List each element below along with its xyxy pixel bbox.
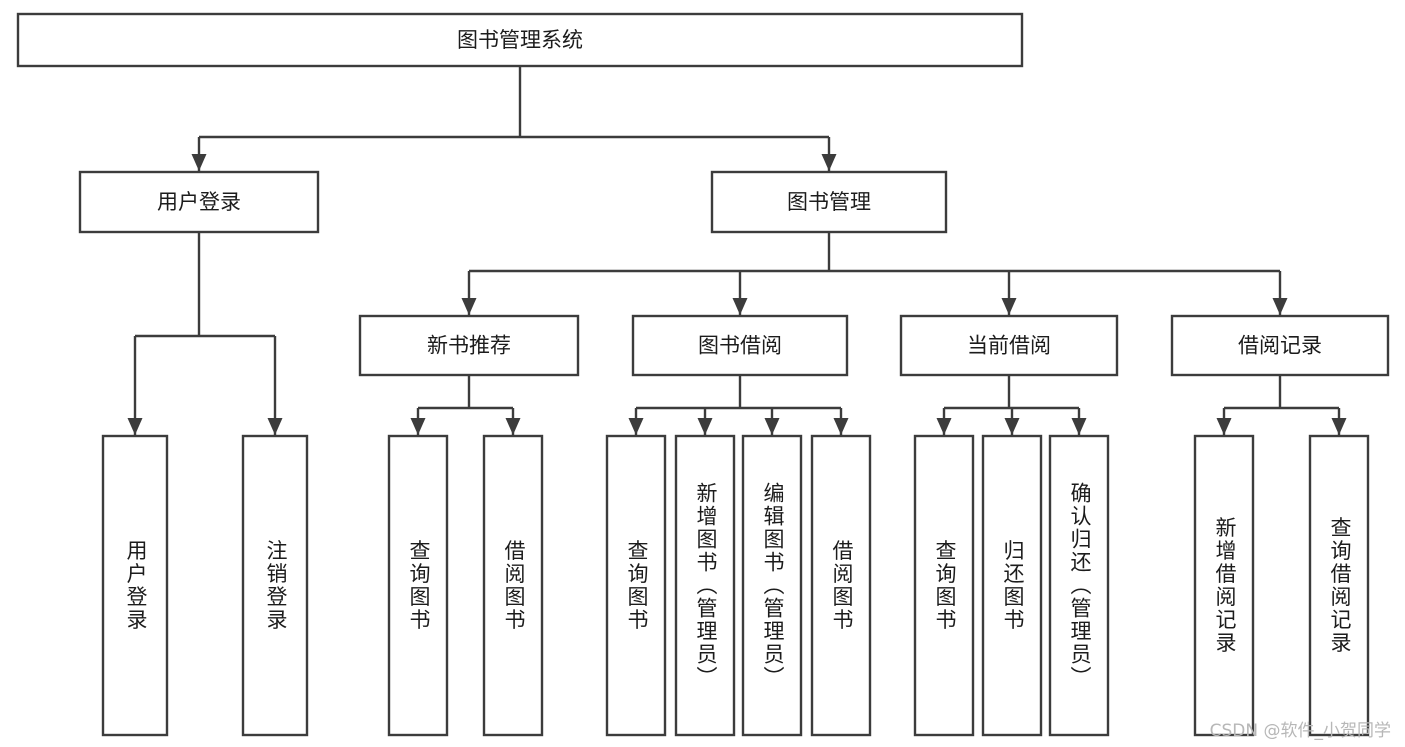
arrow-head-icon bbox=[936, 418, 952, 435]
node-box-leaf-confirm-c[interactable] bbox=[1048, 434, 1110, 737]
arrow-head-icon bbox=[697, 418, 713, 435]
node-box-current[interactable] bbox=[899, 314, 1119, 377]
node-label-leaf-logout: 注销登录 bbox=[264, 540, 288, 632]
node-box-bookmgmt[interactable] bbox=[710, 170, 948, 234]
node-layer: 图书管理系统用户登录图书管理新书推荐图书借阅当前借阅借阅记录用户登录注销登录查询… bbox=[16, 12, 1390, 737]
node-newbook[interactable]: 新书推荐 bbox=[358, 314, 580, 377]
arrow-head-icon bbox=[505, 418, 521, 435]
node-bookmgmt[interactable]: 图书管理 bbox=[710, 170, 948, 234]
node-box-borrow[interactable] bbox=[631, 314, 849, 377]
arrow-head-icon bbox=[191, 154, 207, 171]
node-box-leaf-add-b[interactable] bbox=[674, 434, 736, 737]
arrow-head-icon bbox=[764, 418, 780, 435]
node-box-leaf-edit-b[interactable] bbox=[741, 434, 803, 737]
arrow-head-icon bbox=[1071, 418, 1087, 435]
node-current[interactable]: 当前借阅 bbox=[899, 314, 1119, 377]
arrow-head-icon bbox=[628, 418, 644, 435]
node-label-leaf-query-r: 查询借阅记录 bbox=[1328, 517, 1352, 655]
node-leaf-query-b[interactable]: 查询图书 bbox=[605, 434, 667, 737]
node-leaf-confirm-c[interactable]: 确认归还（管理员） bbox=[1048, 434, 1110, 737]
arrow-head-icon bbox=[267, 418, 283, 435]
edge-group-borrow bbox=[628, 375, 849, 435]
node-label-leaf-edit-b: 编辑图书（管理员） bbox=[761, 482, 785, 689]
node-box-leaf-return-c[interactable] bbox=[981, 434, 1043, 737]
arrow-head-icon bbox=[833, 418, 849, 435]
node-label-newbook: 新书推荐 bbox=[427, 334, 511, 358]
node-box-leaf-query-c[interactable] bbox=[913, 434, 975, 737]
arrow-head-icon bbox=[127, 418, 143, 435]
node-leaf-add-b[interactable]: 新增图书（管理员） bbox=[674, 434, 736, 737]
edge-group-login bbox=[127, 232, 283, 435]
node-label-root: 图书管理系统 bbox=[457, 28, 583, 52]
node-leaf-return-c[interactable]: 归还图书 bbox=[981, 434, 1043, 737]
arrow-head-icon bbox=[732, 298, 748, 315]
node-box-leaf-query-r[interactable] bbox=[1308, 434, 1370, 737]
edge-group-current bbox=[936, 375, 1087, 435]
node-label-leaf-return-c: 归还图书 bbox=[1001, 540, 1025, 632]
arrow-head-icon bbox=[1272, 298, 1288, 315]
csdn-watermark: CSDN @软件_小贺同学 bbox=[1209, 721, 1391, 741]
node-label-borrow: 图书借阅 bbox=[698, 334, 782, 358]
arrow-head-icon bbox=[1216, 418, 1232, 435]
node-label-leaf-borrow-nb: 借阅图书 bbox=[502, 540, 526, 632]
node-label-leaf-borrow-b: 借阅图书 bbox=[830, 540, 854, 632]
node-label-leaf-query-b: 查询图书 bbox=[625, 540, 649, 632]
node-box-leaf-borrow-b[interactable] bbox=[810, 434, 872, 737]
node-borrow[interactable]: 图书借阅 bbox=[631, 314, 849, 377]
node-leaf-logout[interactable]: 注销登录 bbox=[241, 434, 309, 737]
node-leaf-borrow-b[interactable]: 借阅图书 bbox=[810, 434, 872, 737]
node-box-root[interactable] bbox=[16, 12, 1024, 68]
node-box-newbook[interactable] bbox=[358, 314, 580, 377]
arrow-head-icon bbox=[1004, 418, 1020, 435]
node-leaf-login[interactable]: 用户登录 bbox=[101, 434, 169, 737]
node-box-leaf-logout[interactable] bbox=[241, 434, 309, 737]
node-label-current: 当前借阅 bbox=[967, 334, 1051, 358]
arrow-head-icon bbox=[1001, 298, 1017, 315]
arrow-head-icon bbox=[1331, 418, 1347, 435]
node-box-leaf-borrow-nb[interactable] bbox=[482, 434, 544, 737]
node-login[interactable]: 用户登录 bbox=[78, 170, 320, 234]
node-leaf-borrow-nb[interactable]: 借阅图书 bbox=[482, 434, 544, 737]
node-label-leaf-query-nb: 查询图书 bbox=[407, 540, 431, 632]
node-label-leaf-login: 用户登录 bbox=[124, 540, 148, 632]
node-box-login[interactable] bbox=[78, 170, 320, 234]
node-label-records: 借阅记录 bbox=[1238, 334, 1322, 358]
node-label-login: 用户登录 bbox=[157, 190, 241, 214]
node-leaf-query-c[interactable]: 查询图书 bbox=[913, 434, 975, 737]
node-leaf-edit-b[interactable]: 编辑图书（管理员） bbox=[741, 434, 803, 737]
node-label-leaf-add-b: 新增图书（管理员） bbox=[694, 482, 718, 689]
node-root[interactable]: 图书管理系统 bbox=[16, 12, 1024, 68]
arrow-head-icon bbox=[821, 154, 837, 171]
node-box-leaf-query-nb[interactable] bbox=[387, 434, 449, 737]
node-box-leaf-add-r[interactable] bbox=[1193, 434, 1255, 737]
edge-group-bookmgmt bbox=[461, 232, 1288, 315]
node-leaf-query-nb[interactable]: 查询图书 bbox=[387, 434, 449, 737]
node-box-records[interactable] bbox=[1170, 314, 1390, 377]
node-box-leaf-login[interactable] bbox=[101, 434, 169, 737]
node-label-leaf-add-r: 新增借阅记录 bbox=[1213, 517, 1237, 655]
arrow-head-icon bbox=[410, 418, 426, 435]
arrow-head-icon bbox=[461, 298, 477, 315]
connector-layer bbox=[127, 66, 1347, 435]
node-leaf-query-r[interactable]: 查询借阅记录 bbox=[1308, 434, 1370, 737]
edge-group-newbook bbox=[410, 375, 521, 435]
node-label-leaf-query-c: 查询图书 bbox=[933, 540, 957, 632]
node-records[interactable]: 借阅记录 bbox=[1170, 314, 1390, 377]
edge-group-root bbox=[191, 66, 837, 171]
edge-group-records bbox=[1216, 375, 1347, 435]
node-label-leaf-confirm-c: 确认归还（管理员） bbox=[1068, 482, 1092, 689]
node-label-bookmgmt: 图书管理 bbox=[787, 190, 871, 214]
node-leaf-add-r[interactable]: 新增借阅记录 bbox=[1193, 434, 1255, 737]
node-box-leaf-query-b[interactable] bbox=[605, 434, 667, 737]
